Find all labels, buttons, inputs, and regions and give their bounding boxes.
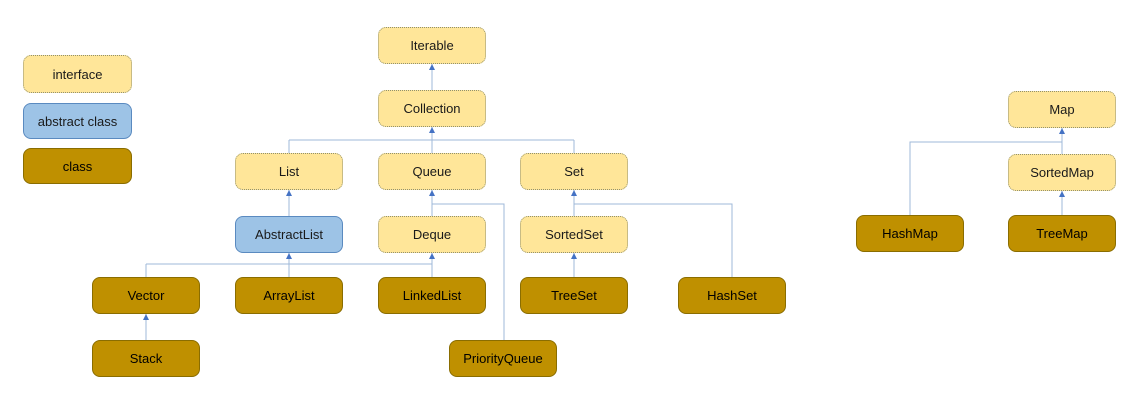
legend-item-legend-abstract-class-label: abstract class <box>37 113 118 129</box>
node-hashset: HashSet <box>678 277 786 314</box>
node-linkedlist-label: LinkedList <box>402 288 462 303</box>
node-set: Set <box>520 153 628 190</box>
node-treeset-label: TreeSet <box>551 288 597 303</box>
node-queue-label: Queue <box>412 164 452 179</box>
node-abstractlist-label: AbstractList <box>255 227 323 242</box>
legend-item-legend-abstract-class: abstract class <box>23 103 132 139</box>
node-list-label: List <box>278 164 300 179</box>
node-stack: Stack <box>92 340 200 377</box>
node-treeset: TreeSet <box>520 277 628 314</box>
node-priorityqueue-label: PriorityQueue <box>463 351 543 366</box>
node-queue: Queue <box>378 153 486 190</box>
node-deque-label: Deque <box>412 227 452 242</box>
node-set-label: Set <box>564 164 584 179</box>
node-map-label: Map <box>1049 102 1075 117</box>
legend-item-legend-class: class <box>23 148 132 184</box>
node-collection: Collection <box>378 90 486 127</box>
legend-item-legend-class-label: class <box>62 158 93 174</box>
node-arraylist-label: ArrayList <box>263 288 315 303</box>
node-vector: Vector <box>92 277 200 314</box>
node-map: Map <box>1008 91 1116 128</box>
node-sortedmap-label: SortedMap <box>1030 165 1094 180</box>
node-treemap: TreeMap <box>1008 215 1116 252</box>
node-hashmap: HashMap <box>856 215 964 252</box>
node-iterable-label: Iterable <box>410 38 454 53</box>
legend-item-legend-interface-label: interface <box>52 66 103 82</box>
node-sortedset: SortedSet <box>520 216 628 253</box>
node-hashmap-label: HashMap <box>882 226 938 241</box>
node-stack-label: Stack <box>129 351 163 366</box>
node-deque: Deque <box>378 216 486 253</box>
node-abstractlist: AbstractList <box>235 216 343 253</box>
node-linkedlist: LinkedList <box>378 277 486 314</box>
node-treemap-label: TreeMap <box>1036 226 1088 241</box>
node-sortedmap: SortedMap <box>1008 154 1116 191</box>
node-collection-label: Collection <box>403 101 461 116</box>
node-iterable: Iterable <box>378 27 486 64</box>
node-list: List <box>235 153 343 190</box>
node-sortedset-label: SortedSet <box>545 227 603 242</box>
node-priorityqueue: PriorityQueue <box>449 340 557 377</box>
node-vector-label: Vector <box>127 288 165 303</box>
node-arraylist: ArrayList <box>235 277 343 314</box>
node-hashset-label: HashSet <box>707 288 757 303</box>
legend-item-legend-interface: interface <box>23 55 132 93</box>
